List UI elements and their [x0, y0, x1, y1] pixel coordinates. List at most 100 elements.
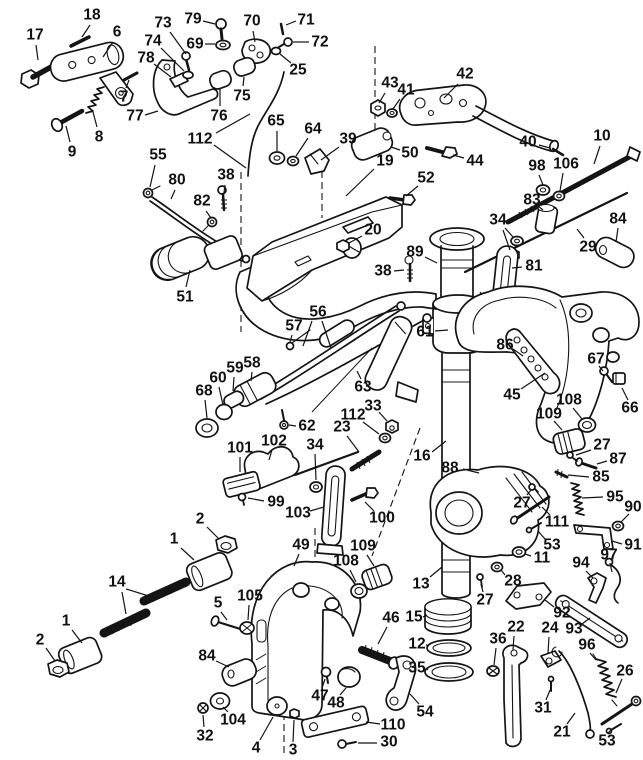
lever-97: [610, 564, 621, 604]
callout-label-72-14: 72: [311, 34, 328, 51]
callout-label-112-20: 112: [187, 131, 212, 148]
callout-label-87-79: 87: [609, 451, 626, 468]
leader-line-23: [346, 435, 360, 453]
callout-label-109-52: 109: [536, 406, 562, 423]
leader-line-111: [541, 506, 551, 516]
callout-label-70-12: 70: [243, 13, 260, 30]
leader-line-66: [621, 387, 629, 401]
callout-label-53-74: 53: [543, 537, 561, 554]
callout-label-92-113: 92: [553, 605, 570, 622]
callout-label-90-82: 90: [624, 499, 641, 516]
callout-label-16-70: 16: [413, 448, 431, 465]
leader-line-106: [559, 172, 564, 192]
callout-label-50-32: 50: [401, 145, 418, 162]
callout-label-55-21: 55: [149, 147, 167, 164]
shift-rod-112: [247, 71, 285, 177]
clamp-handle-assembly: [20, 35, 139, 133]
leader-line-12: [425, 644, 430, 647]
callout-label-29-41: 29: [579, 239, 597, 256]
callout-label-67-48: 67: [587, 351, 604, 368]
leader-line-1: [180, 547, 195, 561]
callout-label-102-64: 102: [261, 433, 287, 450]
callout-label-14-88: 14: [108, 574, 126, 591]
leader-line-31: [545, 689, 551, 701]
callout-label-54-102: 54: [416, 704, 434, 721]
grip-collar: [203, 235, 243, 271]
callout-label-109-97: 109: [350, 538, 376, 555]
callout-label-111-73: 111: [545, 514, 570, 531]
callout-label-94-85: 94: [572, 555, 590, 572]
leader-line-20: [348, 235, 363, 244]
callout-label-15-107: 15: [405, 609, 423, 626]
clamp-bracket-49: [250, 560, 362, 721]
leader-line-83: [537, 205, 544, 211]
leader-line-8: [92, 111, 98, 128]
callout-label-100-69: 100: [369, 510, 395, 527]
callout-label-110-103: 110: [380, 717, 405, 734]
spring-8: [85, 86, 105, 114]
leader-line-27: [480, 583, 484, 593]
leader-line-110: [365, 721, 381, 725]
leader-line-9: [65, 125, 71, 143]
throttle-grip-assembly: [142, 185, 251, 282]
pin-40: [551, 147, 565, 157]
leader-line-108: [349, 569, 357, 583]
rod-26: [600, 702, 634, 726]
callout-label-10-30: 10: [593, 128, 610, 145]
callout-label-9-5: 9: [68, 144, 77, 161]
leader-line-81: [511, 266, 523, 269]
callout-label-85-80: 85: [592, 469, 610, 486]
plate-42: [398, 84, 487, 126]
callout-label-64-19: 64: [304, 121, 322, 138]
callout-label-34-66: 34: [306, 437, 324, 454]
leader-line-25: [279, 53, 292, 64]
screw-53-b: [610, 723, 622, 731]
shift-lever-plate: [364, 315, 413, 391]
callout-label-65-18: 65: [267, 113, 285, 130]
leader-line-34: [314, 453, 317, 481]
pin-71: [279, 22, 285, 36]
callout-label-3-106: 3: [289, 742, 298, 759]
leader-line-39: [320, 146, 340, 161]
callout-label-41-27: 41: [397, 82, 415, 99]
leader-line-91: [611, 540, 623, 545]
lever-77: [152, 59, 219, 116]
callout-label-74-7: 74: [144, 33, 162, 50]
callout-label-25-15: 25: [289, 62, 307, 79]
callout-label-97-84: 97: [600, 547, 617, 564]
shift-linkage: [476, 451, 642, 748]
callout-label-45-50: 45: [503, 387, 521, 404]
callout-label-66-49: 66: [621, 400, 639, 417]
callout-label-96-115: 96: [578, 637, 596, 654]
leader-line-89: [424, 256, 438, 264]
callout-label-91-83: 91: [624, 537, 642, 554]
leader-line-70: [252, 30, 256, 43]
callout-label-44-33: 44: [466, 153, 484, 170]
callout-label-6-2: 6: [113, 24, 122, 41]
leader-line-95: [581, 496, 604, 499]
handle-6: [49, 41, 125, 82]
callout-label-69-11: 69: [186, 36, 204, 53]
callout-label-95-81: 95: [606, 489, 624, 506]
leader-line-59: [232, 376, 235, 392]
leader-line-40: [538, 144, 551, 149]
screw-47: [320, 666, 332, 678]
clip-66: [612, 372, 626, 385]
washer-74: [182, 70, 194, 80]
callout-label-21-118: 21: [553, 724, 571, 741]
callout-label-101-65: 101: [227, 440, 253, 457]
leader-line-87: [596, 460, 608, 465]
callout-label-60-57: 60: [209, 370, 226, 387]
callout-label-23-62: 23: [333, 419, 351, 436]
swivel-housing-88: [429, 465, 550, 558]
leader-line-64: [295, 137, 309, 157]
pin-7: [122, 71, 139, 82]
leader-line-67: [598, 365, 604, 372]
callout-label-31-117: 31: [534, 700, 552, 717]
leader-line-1: [71, 629, 83, 644]
callout-label-12-108: 12: [408, 636, 425, 653]
callout-label-103-68: 103: [285, 505, 311, 522]
screw-99: [237, 492, 247, 502]
callout-label-68-58: 68: [195, 383, 213, 400]
callout-label-53-119: 53: [598, 733, 616, 750]
